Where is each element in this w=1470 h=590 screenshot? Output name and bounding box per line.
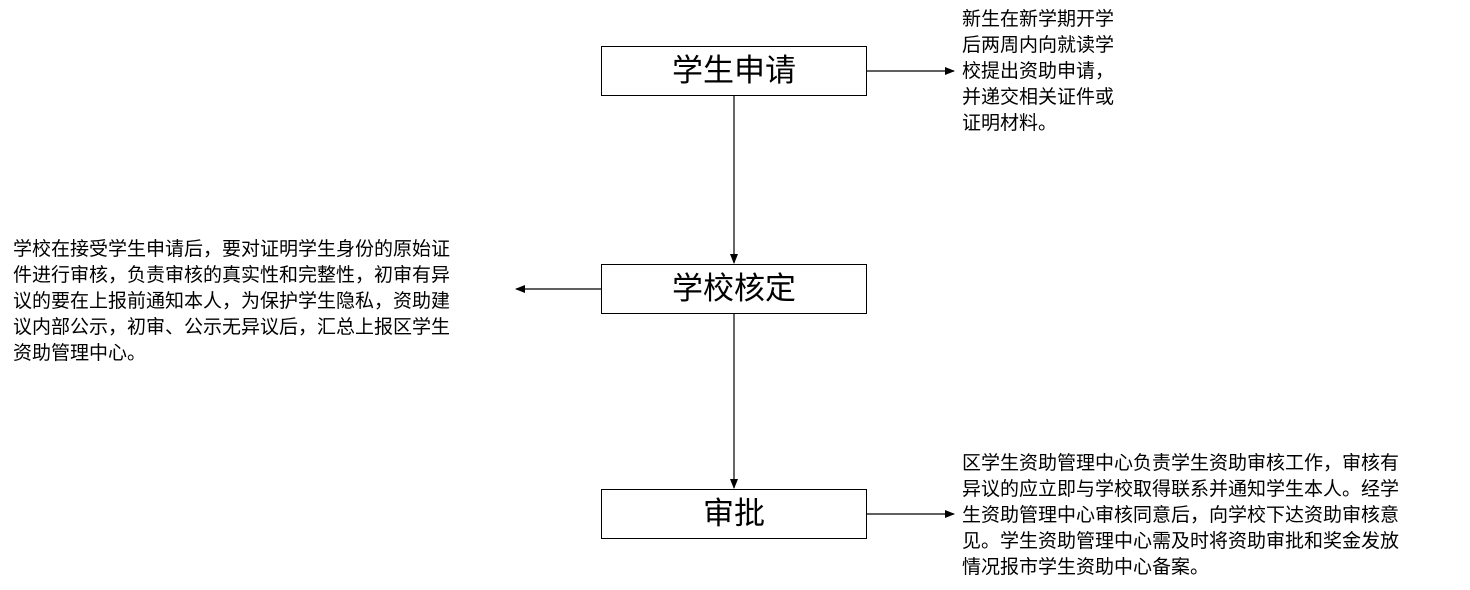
note-student-application: 新生在新学期开学 后两周内向就读学 校提出资助申请， 并递交相关证件或 证明材料…: [962, 8, 1115, 134]
step-box-student-application: 学生申请: [601, 46, 867, 96]
step-label-approval: 审批: [703, 495, 765, 532]
step-label-school-verification: 学校核定: [672, 270, 796, 307]
step-box-approval: 审批: [601, 489, 867, 539]
note-approval: 区学生资助管理中心负责学生资助审核工作，审核有 异议的应立即与学校取得联系并通知…: [962, 452, 1400, 578]
step-label-student-application: 学生申请: [672, 52, 796, 89]
step-box-school-verification: 学校核定: [601, 264, 867, 314]
note-school-verification: 学校在接受学生申请后，要对证明学生身份的原始证 件进行审核，负责审核的真实性和完…: [13, 238, 451, 364]
